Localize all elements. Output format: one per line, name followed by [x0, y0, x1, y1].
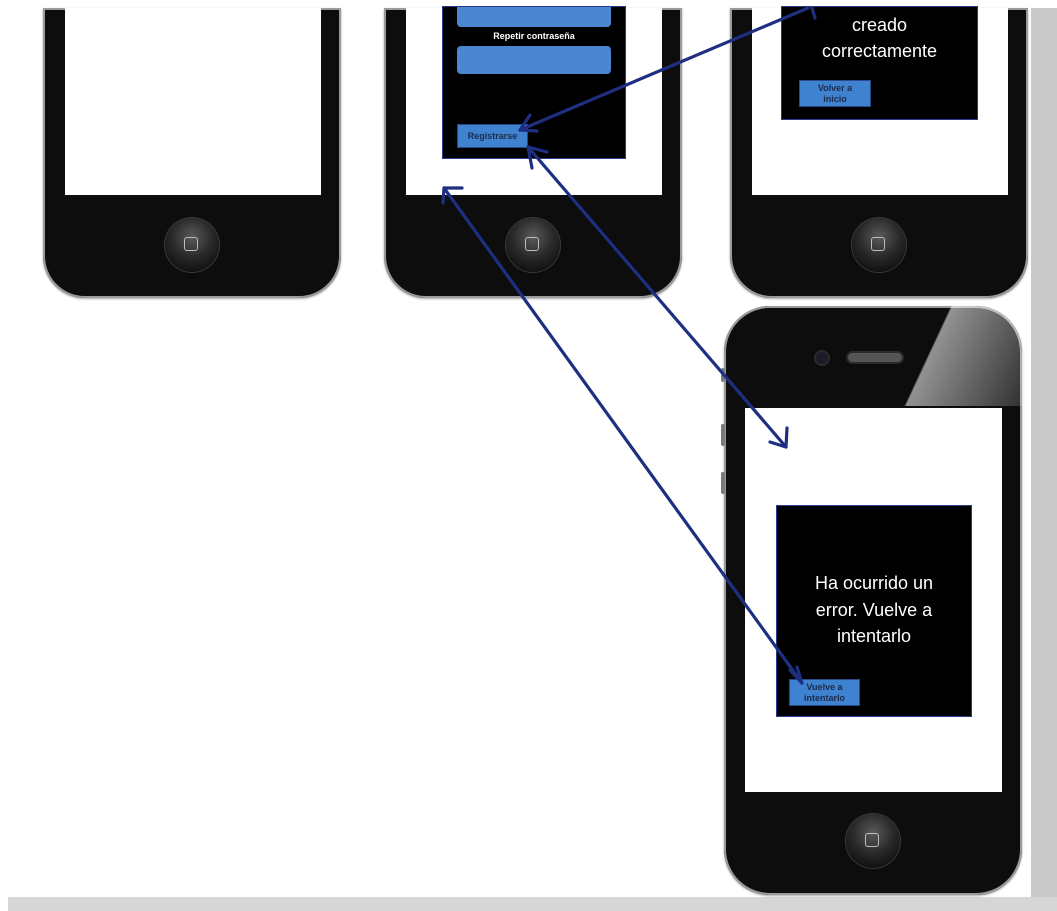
phone-mockup-error: Ha ocurrido un error. Vuelve a intentarl…: [721, 306, 1022, 895]
arrowhead: [768, 426, 789, 449]
flow-arrow: [442, 186, 804, 685]
arrowhead: [788, 665, 804, 685]
phone-mockup-success: creado correctamente Volver a inicio: [730, 6, 1028, 298]
phone-side-button: [721, 472, 725, 494]
arrowhead: [526, 145, 549, 170]
register-button[interactable]: Registrarse: [457, 124, 528, 148]
arrowhead: [441, 186, 464, 205]
error-message-line: intentarlo: [836, 626, 912, 646]
back-to-home-button[interactable]: Volver a inicio: [799, 80, 871, 107]
phone-screen: Ha ocurrido un error. Vuelve a intentarl…: [745, 408, 1002, 792]
success-message-panel: creado correctamente Volver a inicio: [781, 6, 978, 120]
back-to-home-button-label: Volver a: [817, 83, 853, 93]
phone-side-button: [721, 424, 725, 446]
speaker-grille-icon: [848, 353, 902, 362]
phone-mockup-signup: Repetir contraseña Registrarse: [384, 6, 682, 298]
phone-mockup-blank: [43, 8, 341, 298]
repeat-password-field[interactable]: [457, 46, 611, 74]
repeat-password-label: Repetir contraseña: [493, 31, 575, 41]
flow-arrow: [810, 6, 817, 20]
flow-arrow: [526, 145, 788, 449]
error-message-line: Ha ocurrido un: [814, 573, 934, 593]
arrowhead: [518, 113, 539, 133]
phone-screen: [65, 8, 321, 195]
phone-screen: Repetir contraseña Registrarse: [406, 6, 662, 195]
success-message-line: correctamente: [821, 41, 938, 61]
flow-arrow: [518, 6, 810, 132]
home-button-icon: [165, 218, 219, 272]
signup-form-panel: Repetir contraseña Registrarse: [442, 6, 626, 159]
back-to-home-button-label: inicio: [823, 94, 847, 104]
password-field[interactable]: [457, 7, 611, 27]
error-message-line: error. Vuelve a: [815, 600, 933, 620]
retry-button-label: intentarlo: [803, 693, 845, 703]
success-message-line: creado: [851, 15, 908, 35]
home-button-icon: [846, 814, 900, 868]
retry-button-label: Vuelve a: [806, 682, 843, 692]
front-camera-icon: [816, 352, 828, 364]
home-button-icon: [852, 218, 906, 272]
error-message-panel: Ha ocurrido un error. Vuelve a intentarl…: [776, 505, 972, 717]
page-shadow: [8, 897, 1057, 911]
page-shadow: [1031, 8, 1057, 903]
phone-screen: creado correctamente Volver a inicio: [752, 6, 1008, 195]
home-button-icon: [506, 218, 560, 272]
